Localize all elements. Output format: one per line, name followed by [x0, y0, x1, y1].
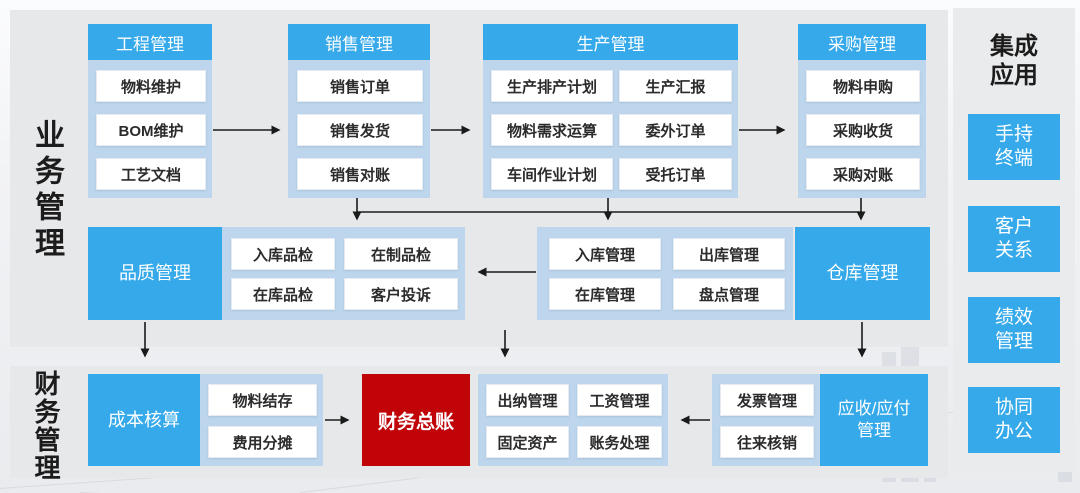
panel-item-line: 关系	[994, 240, 1033, 261]
cost-accounting-box: 成本核算	[88, 374, 200, 466]
module-item: 受托订单	[619, 158, 732, 190]
group-engineering-header: 工程管理	[88, 24, 212, 60]
module-item: 销售发货	[297, 114, 423, 146]
module-item: 账务处理	[577, 426, 662, 458]
module-item: 发票管理	[720, 384, 814, 416]
module-item: 出库管理	[673, 238, 785, 270]
module-item: 物料需求运算	[491, 114, 613, 146]
module-item: 工艺文档	[96, 158, 206, 190]
module-item: 工资管理	[577, 384, 662, 416]
collaborative-office-box: 协同 办公	[968, 387, 1060, 453]
business-management-label: 业务管理	[30, 119, 63, 263]
panel-item-line: 管理	[994, 331, 1033, 352]
panel-item-line: 终端	[994, 148, 1033, 169]
group-production-header: 生产管理	[483, 24, 738, 60]
integration-title-line2: 应用	[990, 62, 1038, 89]
panel-item-line: 手持	[994, 124, 1033, 145]
module-item: 生产汇报	[619, 70, 732, 102]
module-item: 委外订单	[619, 114, 732, 146]
performance-management-box: 绩效 管理	[968, 297, 1060, 363]
module-item: 费用分摊	[208, 426, 317, 458]
module-item: 入库品检	[231, 238, 335, 270]
panel-item-line: 办公	[994, 421, 1033, 442]
ar-ap-line1: 应收/应付	[837, 399, 911, 418]
general-ledger-box: 财务总账	[362, 374, 470, 466]
module-item: 车间作业计划	[491, 158, 613, 190]
integration-title-line1: 集成	[990, 33, 1038, 60]
module-item: 生产排产计划	[491, 70, 613, 102]
module-item: 盘点管理	[673, 278, 785, 310]
module-item: 销售订单	[297, 70, 423, 102]
module-item: 物料维护	[96, 70, 206, 102]
module-item: 采购对账	[806, 158, 920, 190]
group-purchasing-header: 采购管理	[798, 24, 926, 60]
integration-panel-title: 集成 应用	[953, 32, 1075, 90]
module-item: 采购收货	[806, 114, 920, 146]
group-sales-header: 销售管理	[288, 24, 430, 60]
panel-item-line: 绩效	[994, 307, 1033, 328]
module-item: 在制品检	[344, 238, 458, 270]
ar-ap-management-box: 应收/应付 管理	[820, 374, 928, 466]
finance-management-label: 财务管理	[31, 370, 61, 482]
module-item: BOM维护	[96, 114, 206, 146]
module-item: 出纳管理	[486, 384, 569, 416]
module-item: 入库管理	[549, 238, 661, 270]
panel-item-line: 协同	[994, 397, 1033, 418]
module-item: 物料结存	[208, 384, 317, 416]
module-item: 固定资产	[486, 426, 569, 458]
customer-relations-box: 客户 关系	[968, 206, 1060, 272]
warehouse-management-box: 仓库管理	[795, 227, 930, 320]
module-item: 销售对账	[297, 158, 423, 190]
quality-management-box: 品质管理	[88, 227, 222, 320]
handheld-terminal-box: 手持 终端	[968, 114, 1060, 180]
module-item: 在库管理	[549, 278, 661, 310]
panel-item-line: 客户	[994, 216, 1033, 237]
module-item: 往来核销	[720, 426, 814, 458]
module-item: 客户投诉	[344, 278, 458, 310]
module-item: 物料申购	[806, 70, 920, 102]
module-item: 在库品检	[231, 278, 335, 310]
ar-ap-line2: 管理	[857, 421, 891, 440]
